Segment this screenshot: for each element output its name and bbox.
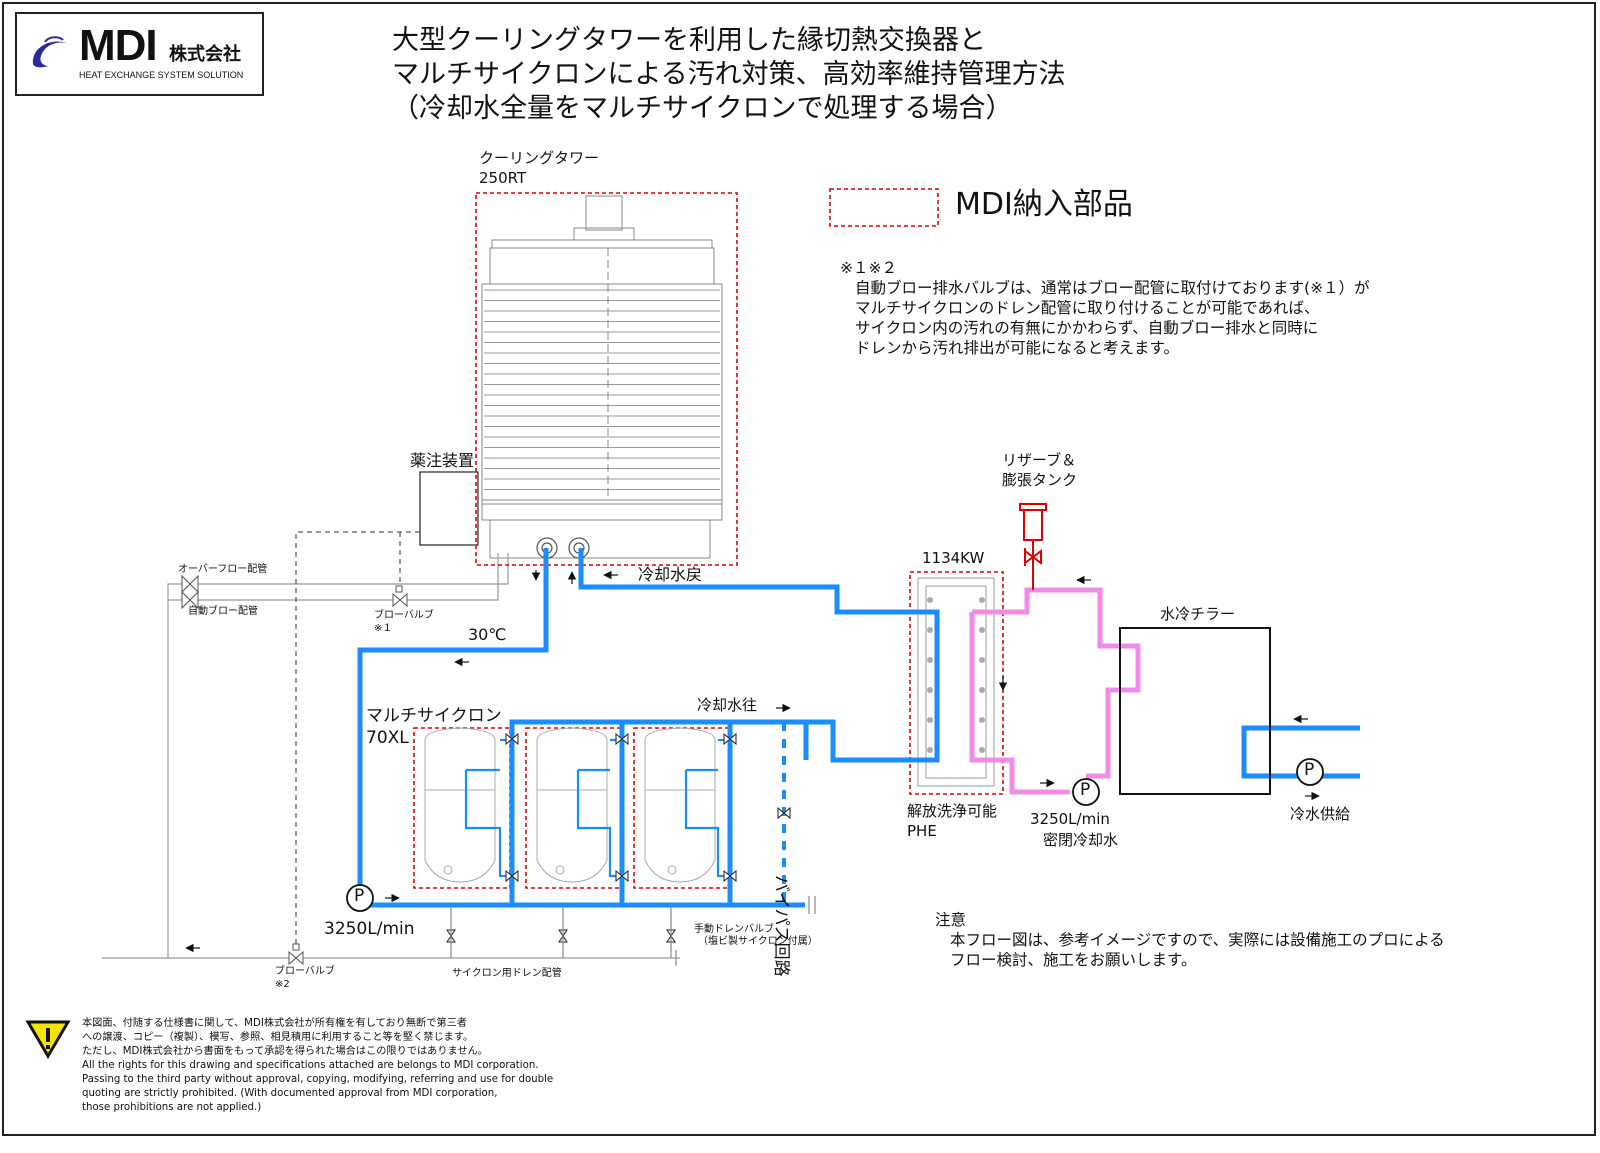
label-supply: 冷却水往 xyxy=(697,696,758,714)
label-closed-water: 密閉冷却水 xyxy=(1043,831,1119,849)
label-chem: 薬注装置 xyxy=(410,451,475,470)
pump-main xyxy=(346,884,374,912)
drawing-frame xyxy=(2,2,1596,1136)
expansion-tank xyxy=(1019,503,1047,590)
logo-company: 株式会社 xyxy=(169,44,241,65)
label-reserve1: リザーブ＆ xyxy=(1002,451,1077,469)
phe-bolt xyxy=(927,597,933,603)
phe-bolt xyxy=(979,747,985,753)
cyclone-internal-piping xyxy=(464,722,730,888)
label-reserve2: 膨張タンク xyxy=(1002,471,1078,489)
logo-word: MDI xyxy=(79,21,158,70)
phe-bolt xyxy=(979,597,985,603)
phe-bolt xyxy=(927,747,933,753)
blow-overflow-piping xyxy=(102,553,680,959)
cyclone-bodies xyxy=(424,727,716,883)
label-tower: クーリングタワー xyxy=(479,149,600,167)
note2-heading: 注意 xyxy=(935,911,967,929)
label-drain-pipe: サイクロン用ドレン配管 xyxy=(452,968,562,979)
label-blowvalve1: ブローバルブ xyxy=(374,610,434,621)
label-chiller: 水冷チラー xyxy=(1160,605,1236,623)
label-return: 冷却水戻 xyxy=(638,565,703,584)
pump-main-label: P xyxy=(354,886,365,906)
label-temp: 30℃ xyxy=(468,625,507,644)
pump-chilled-label: P xyxy=(1304,760,1315,780)
label-phe-kw: 1134KW xyxy=(922,549,985,567)
gray-valves xyxy=(181,574,408,966)
closed-water-piping xyxy=(969,587,1141,795)
phe-body xyxy=(917,577,995,787)
label-phe-type: PHE xyxy=(907,822,937,840)
note1-mark: ※１※２ xyxy=(840,259,897,277)
chem-dosing-box xyxy=(419,471,479,546)
label-mark2: ※2 xyxy=(275,979,290,990)
cooling-tower xyxy=(481,195,723,559)
label-drain-valve: 手動ドレンバルブ xyxy=(694,924,774,935)
label-tower-capacity: 250RT xyxy=(479,169,527,187)
pump-closed xyxy=(1072,778,1100,806)
page-title: 大型クーリングタワーを利用した縁切熱交換器と マルチサイクロンによる汚れ対策、高… xyxy=(392,25,1066,124)
phe-bolt xyxy=(979,627,985,633)
phe-bolt xyxy=(927,717,933,723)
label-blowvalve2: ブローバルブ xyxy=(275,966,335,977)
label-mark1: ※１ xyxy=(374,623,393,634)
cooling-water-piping xyxy=(357,548,1360,908)
pump-chilled xyxy=(1296,758,1324,786)
warning-icon xyxy=(25,1020,71,1059)
phe-bolt xyxy=(979,657,985,663)
phe-bolt xyxy=(927,627,933,633)
logo-swoosh-icon xyxy=(32,36,69,68)
tower-louvers xyxy=(484,289,720,490)
note1-text: 自動ブロー排水バルブは、通常はブロー配管に取付けております(※１）が マルチサイ… xyxy=(855,279,1370,357)
label-phe-name: 解放洗浄可能 xyxy=(907,802,998,820)
phe-bolt xyxy=(927,687,933,693)
disclaimer-text: 本図面、付随する仕様書に関して、MDI株式会社が所有権を有しており無断で第三者 … xyxy=(82,1018,554,1113)
phe-bolt xyxy=(927,657,933,663)
pump-closed-label: P xyxy=(1080,780,1091,800)
phe-bolt xyxy=(979,687,985,693)
legend-label: MDI納入部品 xyxy=(955,187,1133,222)
label-cyclone-model: 70XL xyxy=(366,728,409,748)
water-chiller xyxy=(1119,627,1271,795)
note2-text: 本フロー図は、参考イメージですので、実際には設備施工のプロによる フロー検討、施… xyxy=(950,931,1445,969)
blow-signal-lines xyxy=(295,531,420,946)
tower-outlets xyxy=(536,537,590,559)
label-chilled-supply: 冷水供給 xyxy=(1290,805,1351,823)
flow-arrows xyxy=(185,570,1320,953)
phe-bolt xyxy=(979,717,985,723)
label-drain-valve-note: （塩ビ製サイクロン付属） xyxy=(698,936,818,947)
label-cyclone: マルチサイクロン xyxy=(366,706,502,726)
mdi-logo: MDI 株式会社 HEAT EXCHANGE SYSTEM SOLUTION xyxy=(15,12,264,96)
label-flow-closed: 3250L/min xyxy=(1030,810,1110,828)
blue-line-valves xyxy=(446,732,791,943)
label-flow-main: 3250L/min xyxy=(324,919,415,939)
label-overflow: オーバーフロー配管 xyxy=(178,564,268,575)
cyclone-drain-stubs xyxy=(450,896,816,966)
label-autoblow: 自動ブロー配管 xyxy=(188,606,258,617)
phe-bolts xyxy=(927,597,985,753)
logo-tagline: HEAT EXCHANGE SYSTEM SOLUTION xyxy=(79,70,244,80)
